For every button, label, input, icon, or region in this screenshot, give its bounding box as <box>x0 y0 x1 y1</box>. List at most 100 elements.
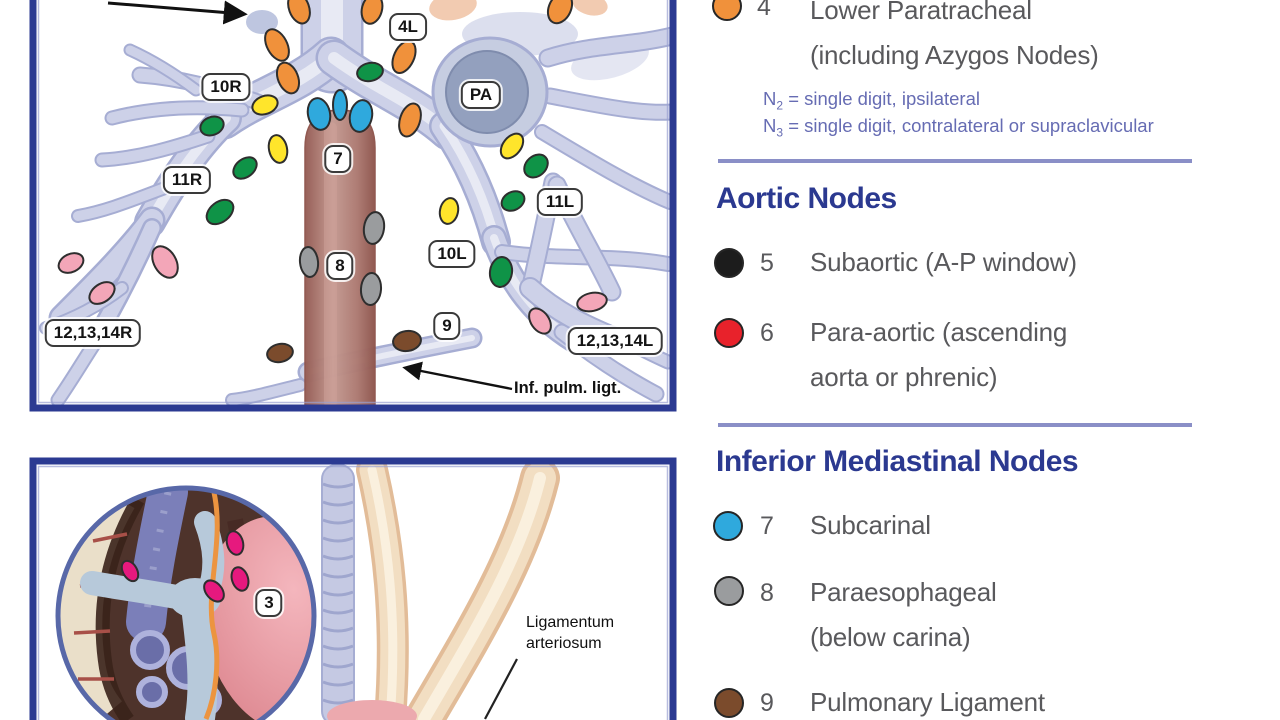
legend-num-5: 5 <box>760 249 774 277</box>
legend-text-6-line1: Para-aortic (ascending <box>810 317 1068 347</box>
n3-prefix: N <box>763 115 777 136</box>
node-station-7 <box>348 99 374 133</box>
node-station-9 <box>392 329 422 353</box>
azygos-pointer-arrow <box>107 0 248 25</box>
inferior-mediastinal-heading: Inferior Mediastinal Nodes <box>716 445 1079 478</box>
nerve-line <box>203 488 220 720</box>
node-station-9 <box>266 342 294 364</box>
legend-swatch-8 <box>714 576 744 606</box>
ligamentum-arteriosum-label: Ligamentum arteriosum <box>526 612 614 654</box>
n2-note: N2 = single digit, ipsilateral <box>763 86 980 119</box>
node-station-11 <box>205 198 235 226</box>
label-4L: 4L <box>389 13 427 41</box>
legend-text-5: Subaortic (A-P window) <box>810 240 1077 285</box>
node-station-11 <box>500 190 526 212</box>
legend-text-8-line2: (below carina) <box>810 622 971 652</box>
node-station-10 <box>438 197 460 225</box>
node-station-3 <box>225 530 245 556</box>
divider-inferior <box>718 423 1192 427</box>
inf-pulm-ligt-label: Inf. pulm. ligt. <box>514 379 622 397</box>
node-station-11 <box>199 115 225 137</box>
node-station-12-14 <box>151 245 179 279</box>
legend-swatch-9 <box>714 688 744 718</box>
node-station-12-14 <box>576 291 608 313</box>
node-station-3 <box>203 579 225 603</box>
bottom-panel-art <box>55 464 560 720</box>
node-station-4 <box>391 40 417 74</box>
label-12-13-14R: 12,13,14R <box>44 319 142 347</box>
legend-text-8-line1: Paraesophageal <box>810 577 997 607</box>
legend-num-7: 7 <box>760 512 774 540</box>
legend-text-7-line1: Subcarinal <box>810 510 931 540</box>
label-11L: 11L <box>536 188 584 216</box>
n2-text: = single digit, ipsilateral <box>783 88 980 109</box>
legend-swatch-6 <box>714 318 744 348</box>
node-station-10 <box>251 94 279 116</box>
n3-text: = single digit, contralateral or supracl… <box>783 115 1154 136</box>
node-station-4 <box>546 0 574 25</box>
ligamentum-line2: arteriosum <box>526 635 602 652</box>
node-station-8 <box>359 272 383 306</box>
legend-num-8: 8 <box>760 579 774 607</box>
legend-num-4: 4 <box>757 0 771 21</box>
label-12-13-14L: 12,13,14L <box>567 327 663 355</box>
divider-aortic <box>718 159 1192 163</box>
node-station-7 <box>306 97 332 131</box>
node-station-12-14 <box>528 307 552 335</box>
node-station-10 <box>267 134 289 164</box>
legend-text-5-line1: Subaortic (A-P window) <box>810 247 1077 277</box>
bottom-panel-border <box>29 457 677 720</box>
legend-swatch-7 <box>713 511 743 541</box>
inset-ring <box>55 485 317 720</box>
legend-swatch-5 <box>714 248 744 278</box>
label-8: 8 <box>326 252 354 280</box>
inf-pulm-ligt-arrow <box>402 361 513 391</box>
ligamentum-pointer-line <box>484 658 518 720</box>
legend-text-9-line1: Pulmonary Ligament <box>810 687 1045 717</box>
node-station-4 <box>275 61 301 95</box>
label-9: 9 <box>433 312 461 340</box>
legend-num-9: 9 <box>760 689 774 717</box>
label-10L: 10L <box>428 240 476 268</box>
top-panel-border <box>29 0 677 412</box>
node-station-11 <box>232 156 258 180</box>
n2-prefix: N <box>763 88 777 109</box>
label-11R: 11R <box>162 166 212 194</box>
node-station-4 <box>398 102 422 138</box>
legend-text-9: Pulmonary Ligament <box>810 680 1045 720</box>
node-station-3 <box>230 566 250 592</box>
aortic-nodes-heading: Aortic Nodes <box>716 182 897 215</box>
legend-text-8: Paraesophageal (below carina) <box>810 570 997 660</box>
node-station-11 <box>523 153 549 179</box>
n3-note: N3 = single digit, contralateral or supr… <box>763 113 1154 146</box>
n2-sub: 2 <box>776 98 784 113</box>
legend-text-4-line1: Lower Paratracheal <box>810 0 1032 25</box>
lymph-nodes <box>57 0 608 364</box>
node-station-7 <box>332 89 348 121</box>
label-PA: PA <box>460 81 502 109</box>
node-station-10 <box>499 132 525 160</box>
heart-top <box>327 700 417 720</box>
node-station-4 <box>287 0 311 25</box>
node-station-4 <box>264 28 290 62</box>
label-7: 7 <box>324 145 352 173</box>
legend-text-6-line2: aorta or phrenic) <box>810 362 998 392</box>
trachea-column <box>321 464 355 720</box>
azygos-vein <box>246 10 278 34</box>
legend-swatch-4 <box>712 0 742 21</box>
aortic-arch-fragment <box>429 0 477 21</box>
node-station-3 <box>120 559 140 583</box>
legend-text-7: Subcarinal <box>810 503 931 548</box>
node-station-12-14 <box>57 252 85 274</box>
vessel-fragment <box>572 0 608 16</box>
node-station-11 <box>356 61 384 83</box>
node-station-11 <box>488 256 514 288</box>
n3-sub: 3 <box>776 125 784 140</box>
great-vessel <box>126 488 188 642</box>
node-station-12-14 <box>88 281 116 305</box>
lymphatic-duct <box>80 571 194 610</box>
ligamentum-line1: Ligamentum <box>526 614 615 631</box>
legend-num-6: 6 <box>760 319 774 347</box>
